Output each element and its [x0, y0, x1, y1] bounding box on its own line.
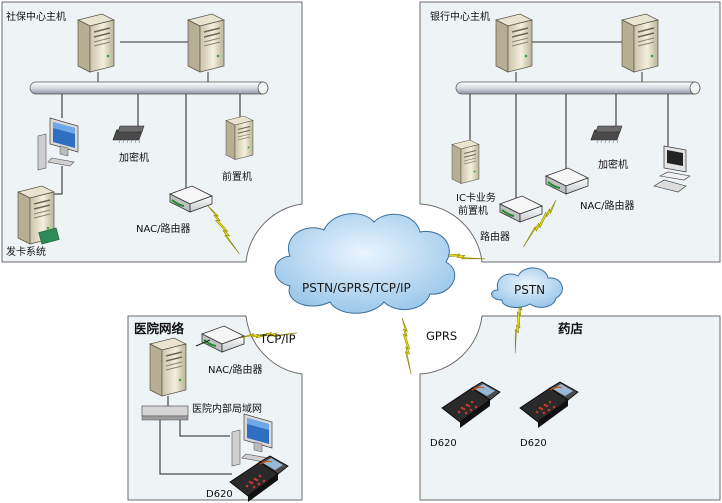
bank-ic-frontend-server-icon — [451, 139, 480, 185]
main-network-cloud — [274, 213, 456, 314]
bank-crypto-label: 加密机 — [598, 158, 628, 171]
card-system-label: 发卡系统 — [6, 245, 46, 258]
pharmacy-title: 药店 — [558, 321, 584, 336]
hospital-lan-switch-icon — [141, 405, 189, 417]
bank-backbone-bus — [455, 81, 701, 95]
social-host-server-2 — [187, 13, 225, 73]
pstn-cloud-label: PSTN — [514, 283, 545, 297]
main-cloud-label: PSTN/GPRS/TCP/IP — [302, 281, 411, 295]
link-cloud-to-pharmacy — [381, 317, 432, 375]
pharmacy-terminal-left-label: D620 — [430, 438, 457, 449]
bank-router-right-label: NAC/路由器 — [580, 199, 635, 212]
social-host-server-1 — [77, 13, 115, 73]
bank-center-title: 银行中心主机 — [430, 10, 490, 23]
panel-pharmacy — [419, 315, 721, 501]
social-router-label: NAC/路由器 — [136, 222, 191, 235]
panel-social-security — [1, 1, 303, 263]
social-center-title: 社保中心主机 — [6, 10, 66, 23]
bank-host-server-2 — [621, 13, 659, 73]
social-crypto-label: 加密机 — [119, 151, 149, 164]
bank-router-left-label: 路由器 — [480, 230, 510, 243]
social-frontend-label: 前置机 — [222, 170, 252, 183]
hospital-lan-label: 医院内部局域网 — [192, 402, 262, 415]
social-backbone-bus — [29, 81, 269, 95]
link-tcpip-label: TCP/IP — [259, 332, 296, 346]
hospital-router-label: NAC/路由器 — [208, 363, 263, 376]
pharmacy-terminal-right-label: D620 — [520, 438, 547, 449]
pstn-cloud — [491, 267, 563, 308]
social-frontend-server-icon — [225, 115, 254, 161]
hospital-server-icon — [149, 337, 187, 397]
link-gprs-label: GPRS — [426, 329, 457, 343]
hospital-title: 医院网络 — [134, 321, 185, 336]
hospital-terminal-label: D620 — [206, 489, 233, 500]
panel-bank — [419, 1, 721, 263]
bank-ic-frontend-label-1: IC卡业务 — [456, 191, 496, 204]
bank-host-server-1 — [495, 13, 533, 73]
bank-ic-frontend-label-2: 前置机 — [458, 204, 488, 217]
card-issuing-card-icon — [38, 227, 60, 245]
